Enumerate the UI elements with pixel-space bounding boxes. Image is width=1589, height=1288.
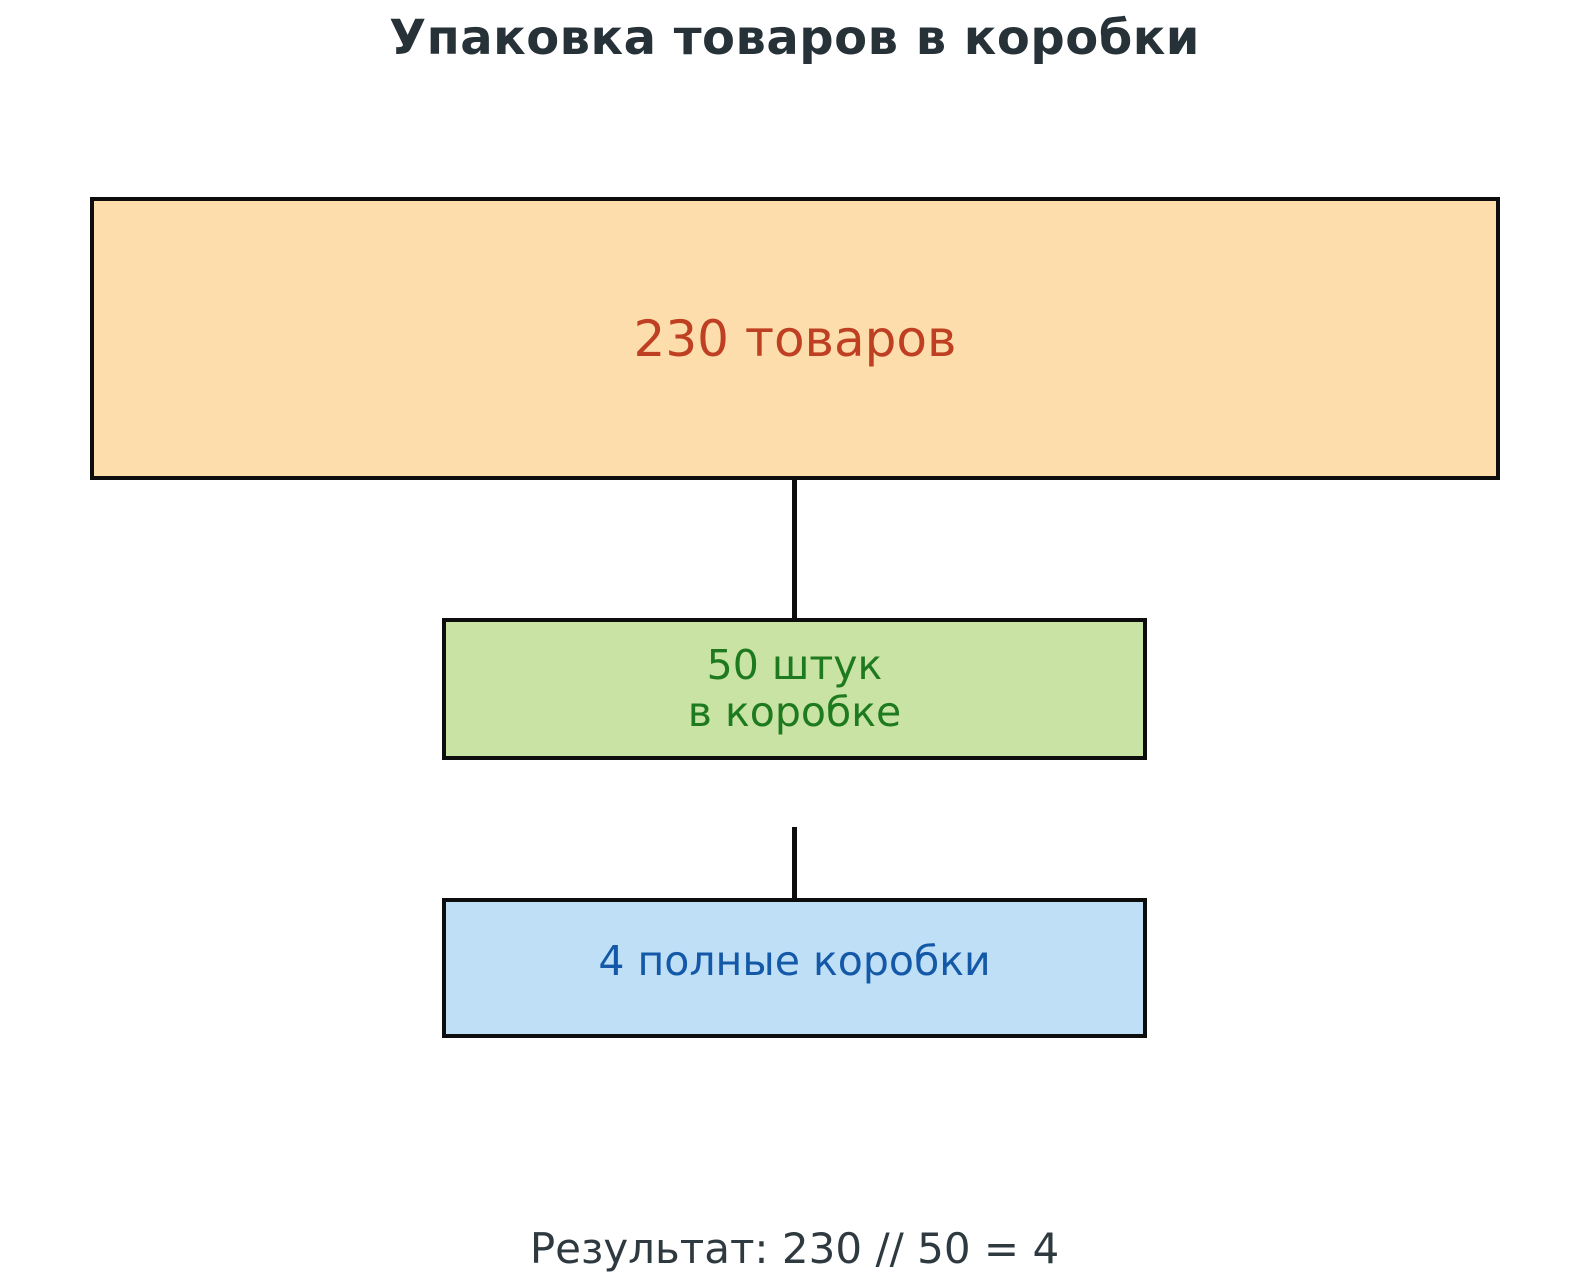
node-full-boxes-label: 4 полные коробки <box>598 937 991 985</box>
node-full-boxes: 4 полные коробки <box>442 898 1147 1038</box>
result-text: Результат: 230 // 50 = 4 <box>529 1224 1060 1273</box>
diagram-title: Упаковка товаров в коробки <box>389 10 1200 66</box>
node-per-box: 50 штук в коробке <box>442 618 1147 760</box>
connector-perbox-to-fullboxes <box>792 827 797 900</box>
node-goods: 230 товаров <box>90 197 1500 480</box>
node-per-box-label: 50 штук в коробке <box>687 640 902 736</box>
node-goods-label: 230 товаров <box>633 309 957 368</box>
node-per-box-label-line2: в коробке <box>687 688 902 736</box>
node-per-box-label-line1: 50 штук <box>706 640 883 689</box>
connector-goods-to-perbox <box>792 478 797 620</box>
